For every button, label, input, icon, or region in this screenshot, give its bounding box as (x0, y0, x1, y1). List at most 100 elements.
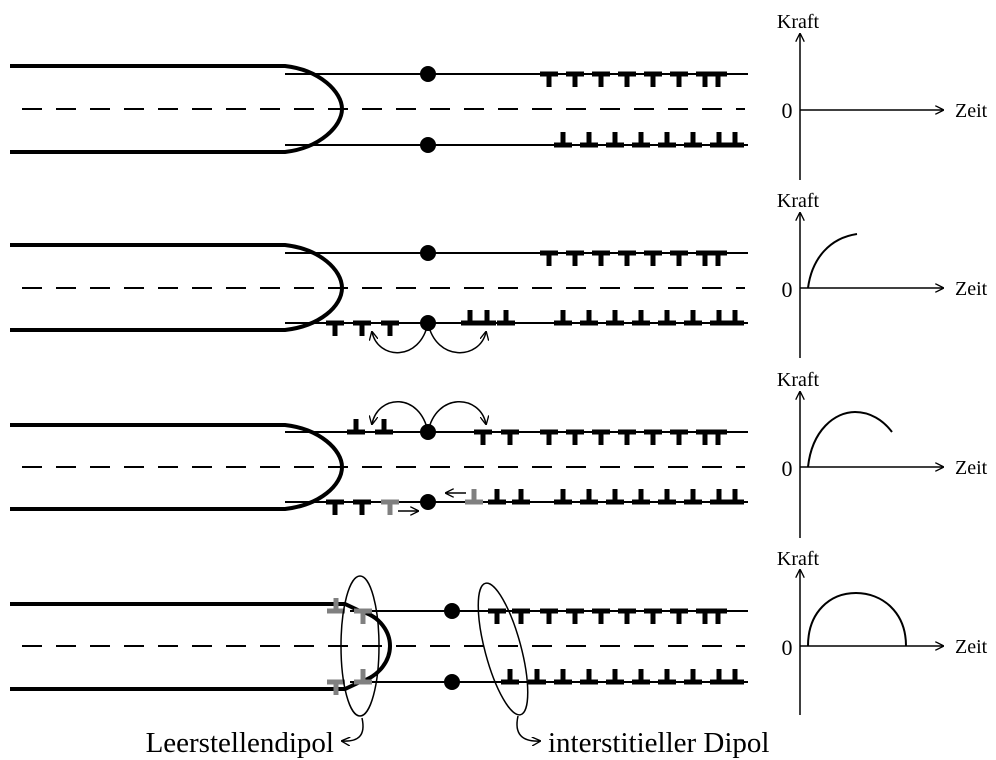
dislocation-symbol-down (618, 608, 636, 624)
dislocation-symbol-down (540, 429, 558, 445)
dislocation-symbol-up (710, 132, 728, 148)
dislocation-symbol-up (354, 669, 372, 685)
dislocation-symbol-up (347, 419, 365, 435)
dislocation-symbol-down (670, 250, 688, 266)
interstitial-dipole-pointer (516, 715, 540, 741)
dislocation-symbol-up (375, 419, 393, 435)
dislocation-symbol-down (354, 608, 372, 624)
dislocation-symbol-up (497, 310, 515, 326)
force-graph-2: Kraft Zeit 0 (777, 190, 988, 358)
dislocation-symbol-up (726, 489, 744, 505)
dislocation-symbol-down (618, 429, 636, 445)
dislocation-symbol-up (554, 132, 572, 148)
dislocation-symbol-down (709, 429, 727, 445)
dislocation-symbol-up (580, 132, 598, 148)
dislocation-symbol-down (670, 71, 688, 87)
dislocation-symbol-down (592, 71, 610, 87)
dislocation-symbol-down (381, 320, 399, 336)
dislocation-symbol-up (684, 310, 702, 326)
force-graph-3: Kraft Zeit 0 (777, 369, 988, 538)
graph-y-label: Kraft (777, 11, 820, 33)
dislocation-symbol-down (644, 250, 662, 266)
dislocation-symbol-down (592, 608, 610, 624)
vacancy-dipole-ellipse (340, 575, 380, 717)
dislocation-symbol-up (554, 489, 572, 505)
dislocation-symbol-down (474, 429, 492, 445)
dislocation-symbol-up (465, 489, 483, 505)
source-dot (444, 674, 460, 690)
dislocation-symbol-up (658, 310, 676, 326)
vacancy-dipole-dislocations-top-a (327, 598, 345, 614)
dislocation-row-top-4 (488, 608, 727, 624)
dislocation-symbol-down (670, 608, 688, 624)
dislocation-symbol-up (554, 310, 572, 326)
dislocation-symbol-down (644, 71, 662, 87)
graph-origin-label: 0 (782, 456, 793, 481)
force-curve (807, 591, 907, 647)
vacancy-dipole-dislocations-top-b (354, 608, 372, 624)
dislocation-symbol-up (684, 132, 702, 148)
dislocation-symbol-up (580, 310, 598, 326)
dislocation-symbol-down (326, 499, 344, 515)
dislocation-row-bottom-3 (488, 489, 744, 505)
dislocation-symbol-down (540, 71, 558, 87)
graph-x-label: Zeit (955, 457, 988, 479)
dislocation-symbol-up (658, 132, 676, 148)
graph-x-label: Zeit (955, 636, 988, 658)
dislocation-symbol-up (461, 310, 479, 326)
panel-1 (10, 64, 748, 154)
dislocation-symbol-down (381, 499, 399, 515)
dislocation-row-bottom-4 (501, 669, 744, 685)
dislocation-symbol-up (580, 489, 598, 505)
graph-origin-label: 0 (782, 98, 793, 123)
force-graph-4: Kraft Zeit 0 (777, 548, 988, 715)
dislocation-symbol-down (488, 608, 506, 624)
dislocation-symbol-down (592, 429, 610, 445)
emitted-dislocations-3-top-right (474, 429, 519, 445)
vacancy-dipole-dislocations-bottom-b (354, 669, 372, 685)
source-dot (420, 66, 436, 82)
emission-arrow-left (372, 322, 429, 354)
dislocation-symbol-down (709, 71, 727, 87)
graph-origin-label: 0 (782, 635, 793, 660)
dislocation-symbol-up (632, 132, 650, 148)
emission-arrow-right (427, 401, 486, 433)
source-dot (420, 137, 436, 153)
source-dot (420, 245, 436, 261)
dislocation-symbol-down (592, 250, 610, 266)
interstitial-dipole-label: interstitieller Dipol (548, 727, 769, 759)
dislocation-symbol-up (632, 310, 650, 326)
emitted-dislocations-2 (326, 320, 399, 336)
dislocation-symbol-up (606, 489, 624, 505)
source-dot (420, 494, 436, 510)
dislocation-symbol-up (726, 132, 744, 148)
dislocation-symbol-down (326, 320, 344, 336)
dislocation-symbol-down (566, 429, 584, 445)
dislocation-symbol-down (501, 429, 519, 445)
dislocation-symbol-down (353, 320, 371, 336)
graph-origin-label: 0 (782, 277, 793, 302)
dislocation-symbol-up (726, 310, 744, 326)
dislocation-symbol-up (528, 669, 546, 685)
dislocation-symbol-up (710, 669, 728, 685)
vacancy-dipole-label: Leerstellendipol (146, 727, 334, 759)
dislocation-symbol-down (709, 250, 727, 266)
graph-y-label: Kraft (777, 548, 820, 570)
source-dot (444, 603, 460, 619)
dislocation-symbol-up (632, 669, 650, 685)
dislocation-symbol-up (606, 132, 624, 148)
dislocation-row-top-2 (540, 250, 727, 266)
graph-x-label: Zeit (955, 278, 988, 300)
dislocation-symbol-down (566, 250, 584, 266)
dislocation-row-bottom-2 (461, 310, 744, 326)
vacancy-dipole-dislocations-bottom-a (327, 679, 345, 695)
dislocation-symbol-up (327, 598, 345, 614)
panel-2 (10, 243, 748, 354)
dislocation-symbol-up (726, 669, 744, 685)
force-curve (807, 410, 893, 468)
dislocation-symbol-up (554, 669, 572, 685)
dislocation-symbol-up (632, 489, 650, 505)
dislocation-symbol-up (512, 489, 530, 505)
dislocation-symbol-down (644, 608, 662, 624)
emission-arrow-right (427, 322, 486, 354)
